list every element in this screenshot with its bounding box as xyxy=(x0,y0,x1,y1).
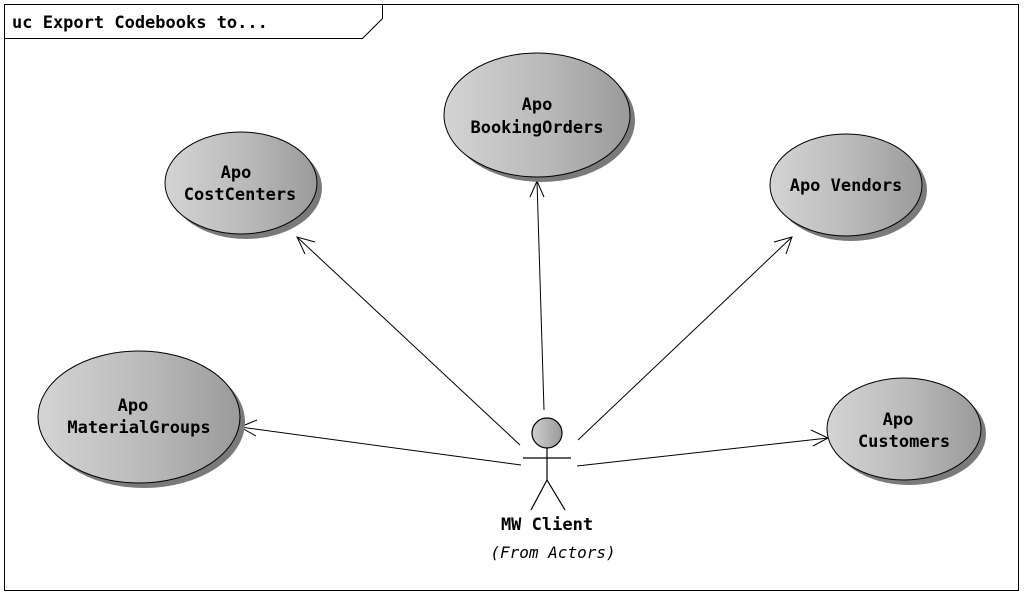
use-case-customers[interactable]: Apo Customers xyxy=(826,377,986,485)
use-case-cost-centers[interactable]: Apo CostCenters xyxy=(164,131,322,239)
actor-right-leg xyxy=(546,479,566,511)
use-case-ellipse xyxy=(37,350,241,484)
use-case-label-line-2: MaterialGroups xyxy=(67,418,210,438)
use-case-booking-orders[interactable]: Apo BookingOrders xyxy=(443,52,635,182)
use-case-label-line-1: Apo xyxy=(221,163,252,183)
association-customers[interactable] xyxy=(576,437,829,467)
use-case-ellipse xyxy=(164,131,318,235)
use-case-label-line-1: Apo xyxy=(118,396,149,416)
use-case-ellipse xyxy=(769,133,923,237)
use-case-label-line-2: BookingOrders xyxy=(470,118,603,138)
association-material-groups[interactable] xyxy=(239,426,522,466)
frame-title-tab xyxy=(4,4,383,39)
actor-mw-client[interactable]: MW Client (From Actors) xyxy=(490,417,616,562)
stick-figure-icon xyxy=(523,417,571,511)
use-case-ellipse xyxy=(443,52,631,178)
arrowhead-cost-centers xyxy=(296,236,316,255)
actor-head xyxy=(531,417,563,449)
frame-title: uc Export Codebooks to... xyxy=(12,13,268,33)
use-case-ellipse xyxy=(826,377,982,481)
actor-left-leg xyxy=(530,479,548,511)
use-case-material-groups[interactable]: Apo MaterialGroups xyxy=(37,350,245,488)
use-case-label-line-1: Apo Vendors xyxy=(790,176,903,196)
use-case-label-line-1: Apo xyxy=(522,95,553,115)
use-case-vendors[interactable]: Apo Vendors xyxy=(769,133,927,241)
use-case-label-line-2: Customers xyxy=(858,432,950,452)
association-cost-centers[interactable] xyxy=(296,236,521,446)
actor-origin: (From Actors) xyxy=(490,543,615,562)
association-vendors[interactable] xyxy=(577,236,793,441)
use-case-label-line-2: CostCenters xyxy=(184,185,297,205)
use-case-label-line-1: Apo xyxy=(883,410,914,430)
arrowhead-vendors xyxy=(773,236,793,255)
actor-name: MW Client xyxy=(501,515,593,535)
associations xyxy=(238,179,830,467)
association-booking-orders[interactable] xyxy=(536,180,545,411)
